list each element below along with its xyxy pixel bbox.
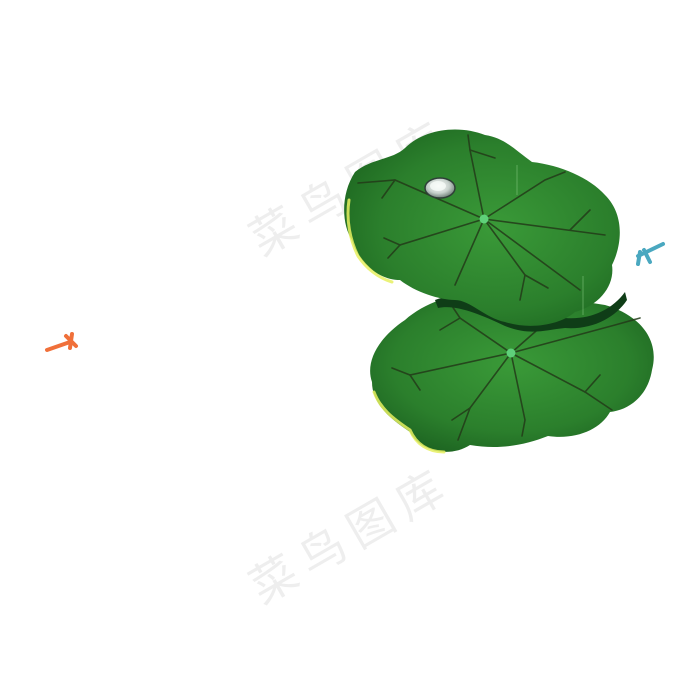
leaf-center <box>506 348 516 358</box>
leaf-veins-upper <box>357 134 606 301</box>
leaf-edge-highlight <box>372 390 446 454</box>
leaf-edge-highlight <box>346 198 394 284</box>
lotus-leaf-icon <box>370 292 654 452</box>
lotus-leaf-upper <box>344 129 620 326</box>
dragonfly-orange <box>45 332 78 352</box>
leaf-center <box>479 214 489 224</box>
dragonfly-icon <box>636 242 665 258</box>
dragonfly-wings <box>636 248 652 266</box>
dragonfly-icon <box>45 340 72 352</box>
water-drop <box>424 177 456 199</box>
leaf-shadow <box>435 292 627 332</box>
water-drop-highlight <box>430 181 446 191</box>
lotus-leaf-icon <box>344 129 620 326</box>
dragonfly-teal <box>636 242 665 266</box>
dragonfly-wings <box>64 332 78 350</box>
